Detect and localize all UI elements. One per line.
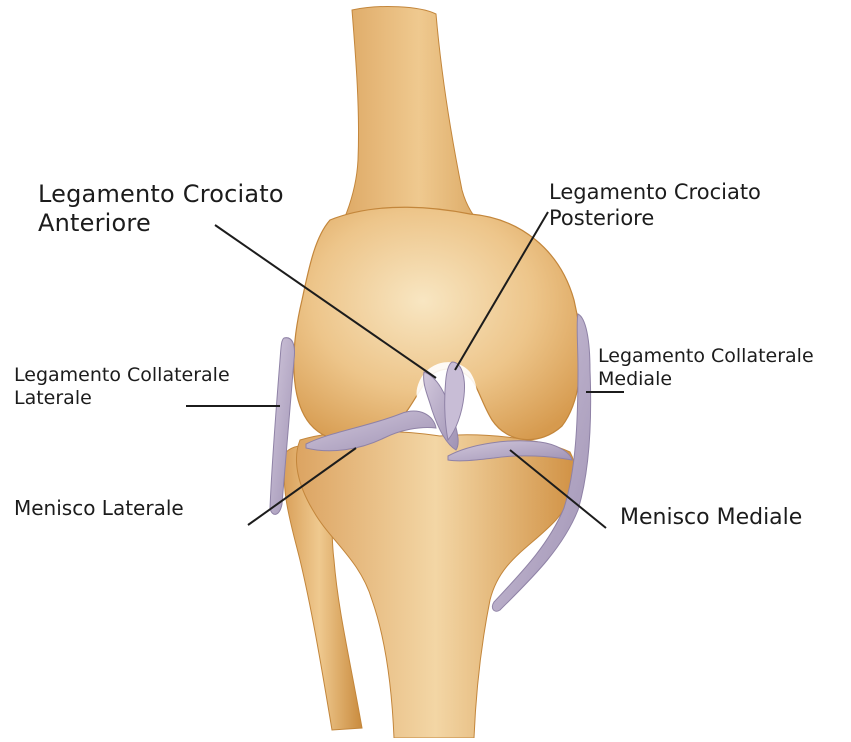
label-anterior-cruciate-ligament: Legamento Crociato Anteriore xyxy=(38,180,284,239)
lateral-meniscus-label: Menisco Laterale xyxy=(14,496,184,520)
acl-label-line1: Legamento Crociato xyxy=(38,180,284,209)
mcl-label-line1: Legamento Collaterale xyxy=(598,345,814,368)
lcl-label-line2: Laterale xyxy=(14,387,230,410)
lcl-label-line1: Legamento Collaterale xyxy=(14,364,230,387)
mcl-label-line2: Mediale xyxy=(598,368,814,391)
label-lateral-meniscus: Menisco Laterale xyxy=(14,496,184,520)
label-posterior-cruciate-ligament: Legamento Crociato Posteriore xyxy=(549,180,761,231)
pcl-label-line2: Posteriore xyxy=(549,206,761,232)
label-lateral-collateral-ligament: Legamento Collaterale Laterale xyxy=(14,364,230,410)
medial-meniscus-label: Menisco Mediale xyxy=(620,505,802,532)
pcl-label-line1: Legamento Crociato xyxy=(549,180,761,206)
label-medial-meniscus: Menisco Mediale xyxy=(620,505,802,532)
acl-label-line2: Anteriore xyxy=(38,209,284,238)
posterior-cruciate-ligament-shape xyxy=(445,362,465,440)
label-medial-collateral-ligament: Legamento Collaterale Mediale xyxy=(598,345,814,391)
